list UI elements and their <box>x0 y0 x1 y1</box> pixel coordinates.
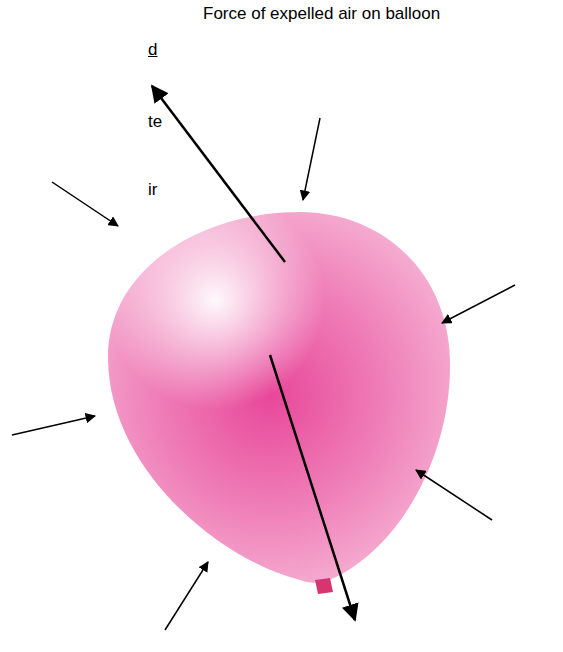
pressure-arrow <box>416 470 492 520</box>
expelled-air-arrow <box>270 355 355 620</box>
thrust-arrow <box>152 86 285 262</box>
pressure-arrow <box>442 285 515 323</box>
cut-off-text: d <box>148 40 157 60</box>
pressure-arrow <box>52 182 118 226</box>
balloon-body <box>108 212 450 583</box>
cut-off-text: ir <box>148 180 157 200</box>
balloon-highlight <box>108 212 450 583</box>
cut-off-text: te <box>148 112 162 132</box>
pressure-arrow <box>12 416 95 435</box>
pressure-arrow <box>165 562 208 630</box>
balloon-knot <box>315 578 333 594</box>
pressure-arrow <box>303 118 320 200</box>
force-label: Force of expelled air on balloon <box>203 4 440 24</box>
